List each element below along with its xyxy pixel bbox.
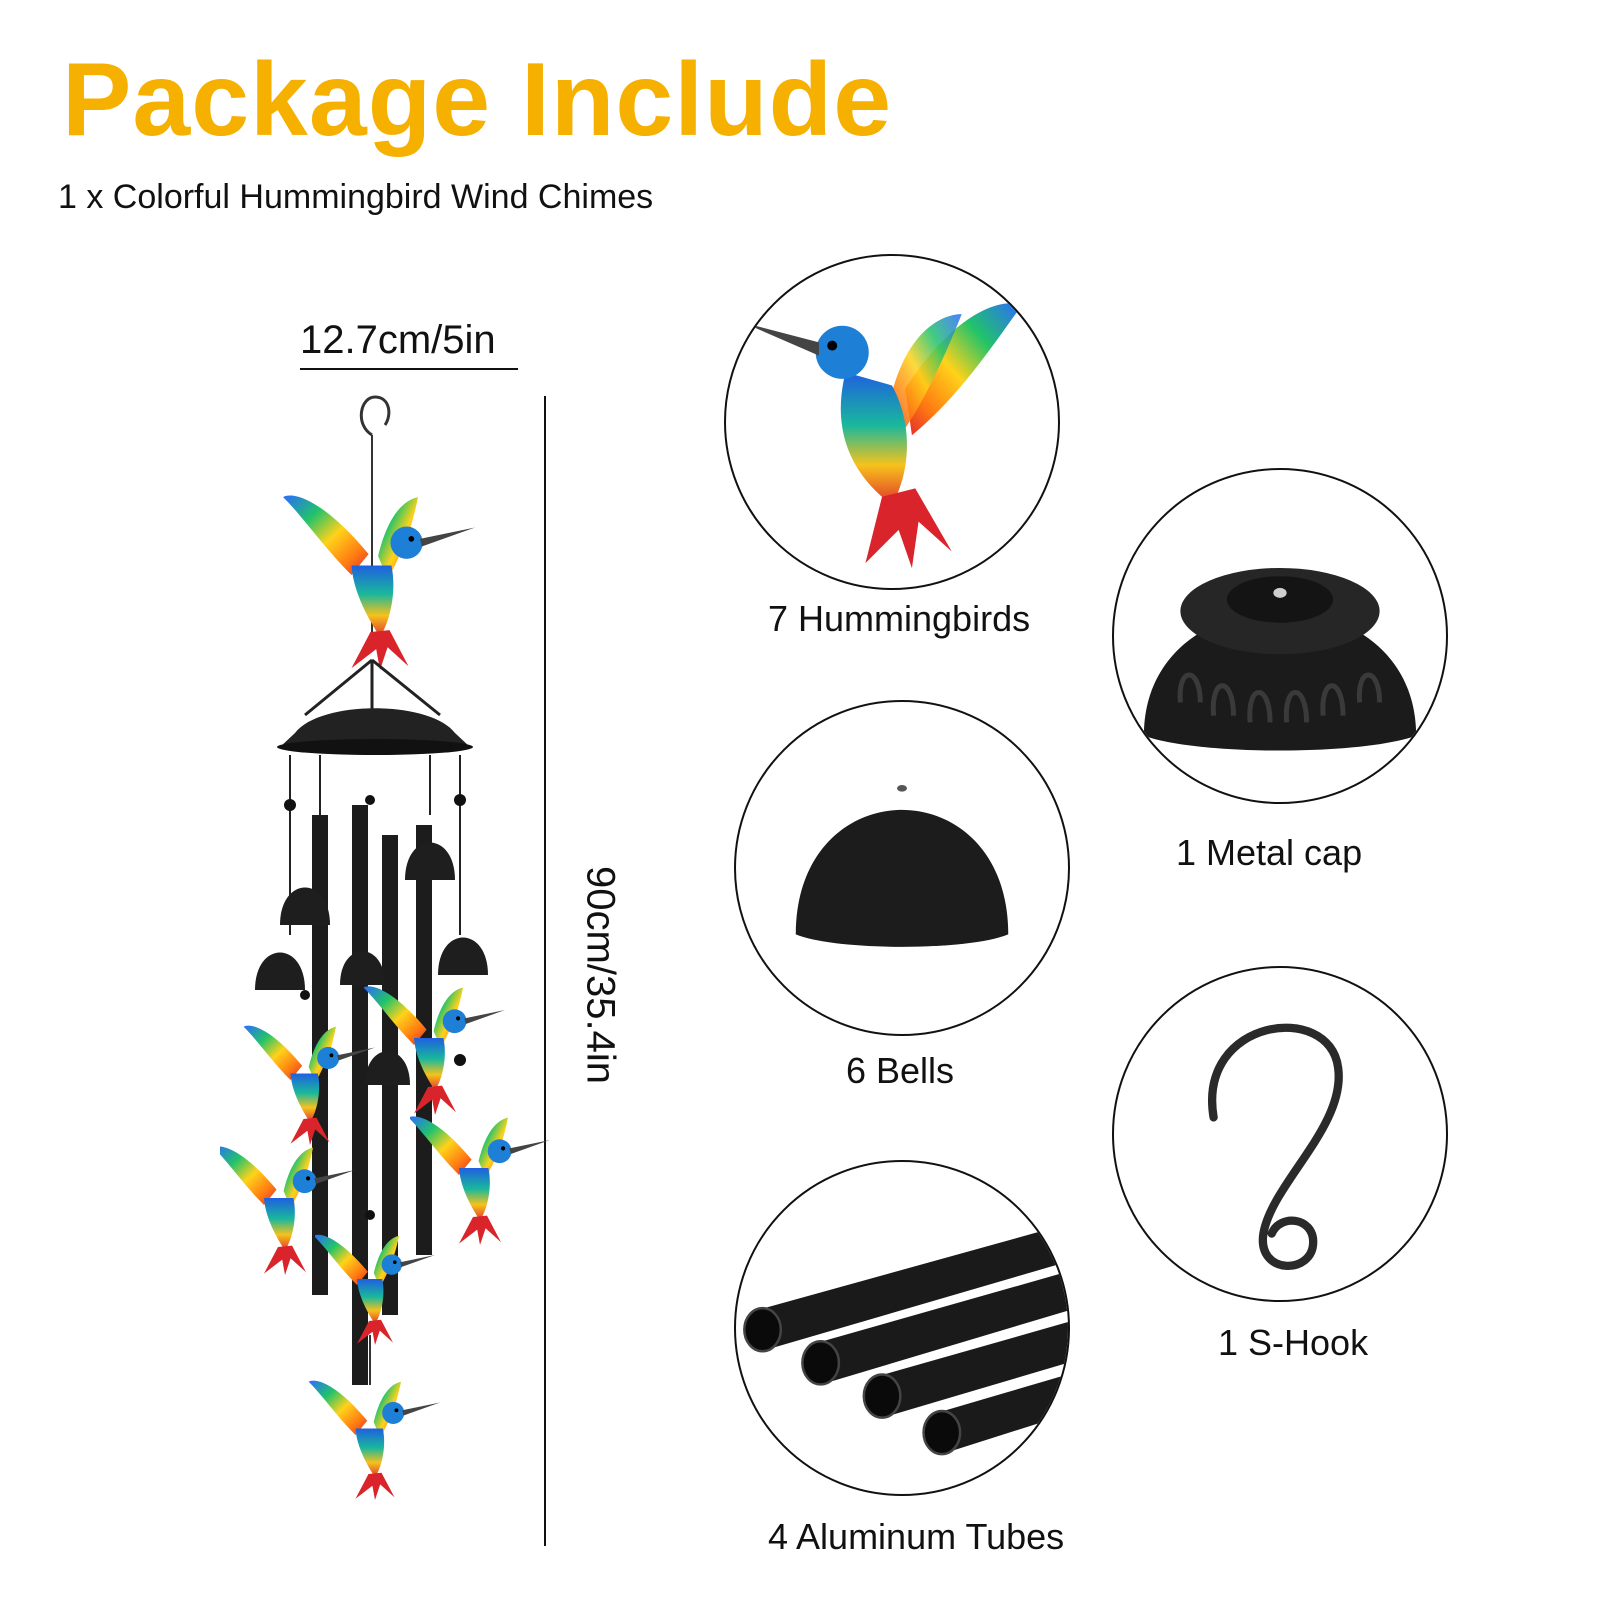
- height-dimension-label: 90cm/35.4in: [578, 866, 623, 1084]
- height-dimension-line: [544, 396, 546, 1546]
- page-title: Package Include: [62, 42, 893, 158]
- hummingbird-icon: [742, 303, 1022, 569]
- tubes-icon: [743, 1228, 1068, 1456]
- s-hook-icon: [1208, 1023, 1343, 1270]
- wind-chime-illustration: [220, 395, 550, 1500]
- bells-label: 6 Bells: [846, 1050, 955, 1091]
- aluminum-tubes-label: 4 Aluminum Tubes: [768, 1516, 1065, 1557]
- hummingbirds-label: 7 Hummingbirds: [768, 598, 1031, 639]
- metal-cap-icon: [1143, 567, 1417, 751]
- hummingbird-item-circle: [724, 254, 1060, 590]
- metal-cap-item-circle: [1112, 468, 1448, 804]
- bell-item-circle: [734, 700, 1070, 1036]
- package-subtitle: 1 x Colorful Hummingbird Wind Chimes: [58, 178, 654, 216]
- width-dimension-line: [300, 368, 518, 370]
- bell-icon: [795, 785, 1009, 947]
- s-hook-label: 1 S-Hook: [1218, 1322, 1369, 1363]
- s-hook-item-circle: [1112, 966, 1448, 1302]
- width-dimension-label: 12.7cm/5in: [300, 318, 496, 362]
- tubes-item-circle: [734, 1160, 1070, 1496]
- metal-cap-label: 1 Metal cap: [1176, 832, 1363, 873]
